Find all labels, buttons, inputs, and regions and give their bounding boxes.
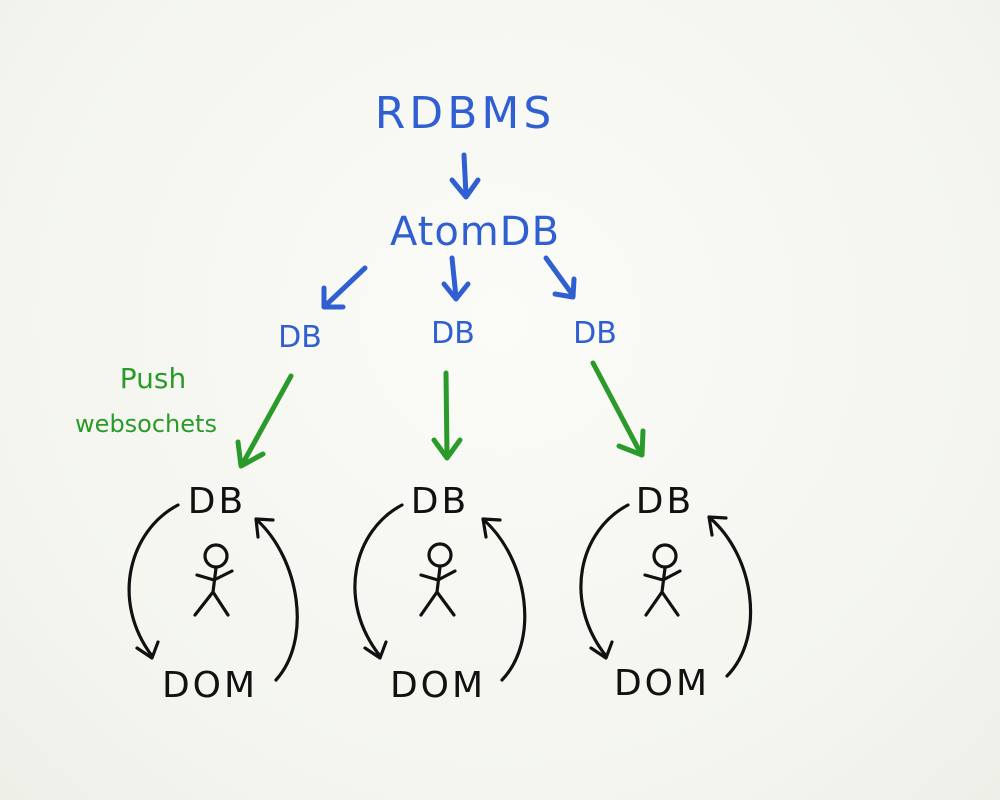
- mid-db-left: DB: [278, 320, 322, 355]
- push-arrow-left: [235, 373, 294, 469]
- arrow-atomdb-to-db-right: [543, 255, 577, 300]
- user-figure-right-icon: [643, 543, 682, 617]
- loop-arrow-db-to-dom-right: [579, 503, 630, 658]
- push-arrow-right: [590, 360, 646, 458]
- client-dom-center: DOM: [390, 665, 486, 706]
- client-db-left: DB: [188, 481, 246, 522]
- websockets-annotation: websochets: [75, 410, 217, 438]
- loop-arrow-dom-to-db-right: [708, 516, 753, 678]
- client-dom-left: DOM: [162, 665, 258, 706]
- user-figure-center-icon: [419, 542, 457, 617]
- atomdb-label: AtomDB: [390, 209, 560, 255]
- client-group-left: DB DOM: [127, 481, 299, 706]
- push-arrow-center: [431, 370, 463, 461]
- mid-db-center: DB: [431, 316, 475, 351]
- client-dom-right: DOM: [614, 663, 710, 704]
- client-group-right: DB DOM: [579, 481, 753, 704]
- user-figure-left-icon: [193, 543, 234, 617]
- loop-arrow-dom-to-db-left: [255, 518, 299, 682]
- arrow-atomdb-to-db-center: [441, 255, 471, 302]
- arrow-atomdb-to-db-left: [321, 265, 368, 310]
- loop-arrow-db-to-dom-left: [127, 503, 180, 658]
- client-db-center: DB: [411, 481, 469, 522]
- push-annotation: Push: [120, 362, 186, 395]
- mid-db-right: DB: [573, 316, 617, 351]
- rdbms-label: RDBMS: [375, 88, 556, 139]
- client-group-center: DB DOM: [353, 481, 527, 706]
- loop-arrow-dom-to-db-center: [482, 518, 527, 682]
- loop-arrow-db-to-dom-center: [353, 503, 404, 658]
- arrow-rdbms-to-atomdb: [449, 152, 481, 200]
- client-db-right: DB: [636, 481, 694, 522]
